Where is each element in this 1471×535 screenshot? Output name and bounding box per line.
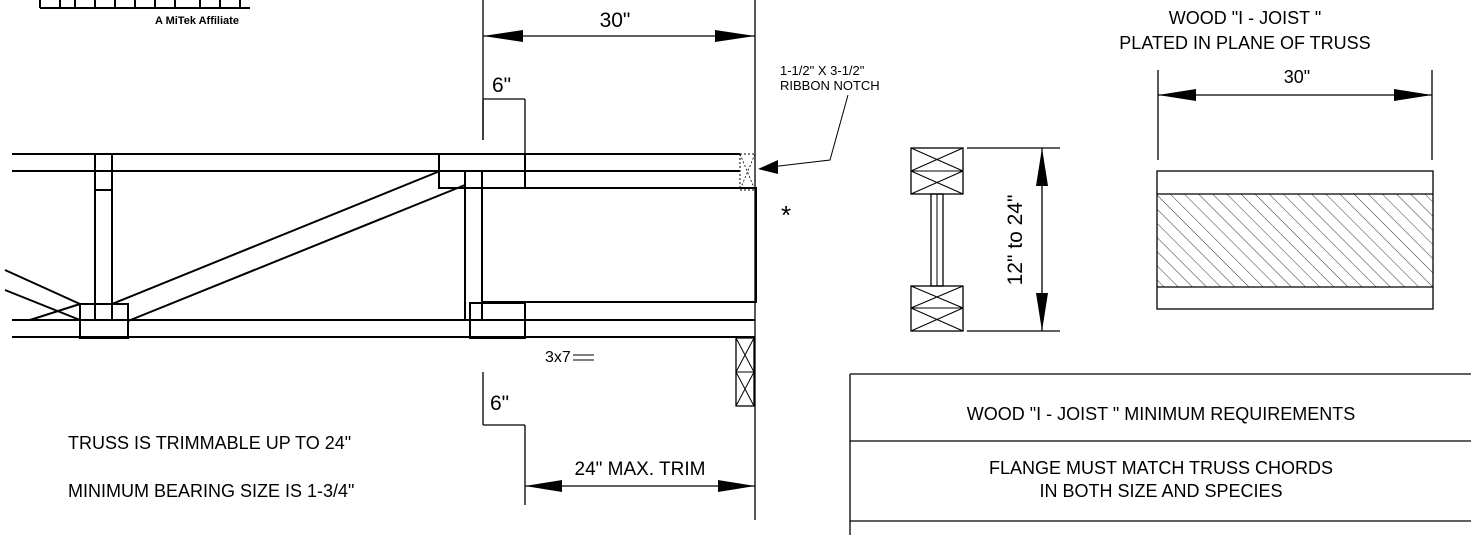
right-detail-title-line1: WOOD "I - JOIST " <box>1169 8 1321 28</box>
requirements-table: WOOD "I - JOIST " MINIMUM REQUIREMENTS F… <box>849 373 1471 535</box>
max-trim-text: 24" MAX. TRIM <box>575 459 706 480</box>
truss-elevation: 3x7 * <box>4 153 791 407</box>
i-joist-web-hatch <box>1157 194 1433 287</box>
top-30-dimension: 30" <box>482 0 756 520</box>
lower-trim-text: 6" <box>490 392 509 415</box>
bottom-plate-right <box>469 302 526 339</box>
ribbon-notch-label-text: RIBBON NOTCH <box>780 78 880 93</box>
bearing-block <box>735 337 755 407</box>
web-left-stub-2 <box>4 289 81 321</box>
right-detail-title-line2: PLATED IN PLANE OF TRUSS <box>1119 33 1370 53</box>
right-width-text: 30" <box>1284 67 1310 87</box>
upper-6-dimension: 6" <box>482 74 526 154</box>
upper-trim-text: 6" <box>492 74 511 97</box>
bottom-plate-left <box>79 303 129 339</box>
max-trim-dimension: 24" MAX. TRIM <box>525 459 755 492</box>
company-logo: A MiTek Affiliate <box>39 0 250 27</box>
depth-dimension: 12" to 24" <box>967 147 1060 332</box>
top-dimension-text: 30" <box>600 9 631 32</box>
logo-letter-strokes <box>39 0 241 8</box>
i-joist-cross-section <box>910 147 964 332</box>
bearing-note: MINIMUM BEARING SIZE IS 1-3/4" <box>68 481 354 501</box>
i-joist-hatched-region <box>481 187 757 303</box>
requirements-row1-line1: FLANGE MUST MATCH TRUSS CHORDS <box>989 458 1333 478</box>
web-left-stub-1 <box>4 269 81 305</box>
lower-6-dimension: 6" <box>482 372 526 505</box>
right-width-dimension: 30" <box>1157 67 1433 160</box>
requirements-row1-line2: IN BOTH SIZE AND SPECIES <box>1039 481 1282 501</box>
web-vertical-right <box>464 170 483 321</box>
ribbon-notch-size-text: 1-1/2" X 3-1/2" <box>780 63 865 78</box>
ribbon-notch-callout: 1-1/2" X 3-1/2" RIBBON NOTCH <box>758 63 880 174</box>
plate-size-label: 3x7 <box>545 349 571 366</box>
logo-affiliate-text: A MiTek Affiliate <box>155 15 239 27</box>
trimmable-note: TRUSS IS TRIMMABLE UP TO 24" <box>68 433 351 453</box>
web-diagonal-outer <box>111 170 441 305</box>
asterisk-note-marker: * <box>781 200 791 230</box>
depth-dimension-text: 12" to 24" <box>1004 195 1027 286</box>
i-joist-elevation <box>1156 170 1434 310</box>
web-diagonal-inner <box>127 184 466 322</box>
requirements-heading: WOOD "I - JOIST " MINIMUM REQUIREMENTS <box>967 404 1355 424</box>
web-vertical-left <box>94 153 113 321</box>
